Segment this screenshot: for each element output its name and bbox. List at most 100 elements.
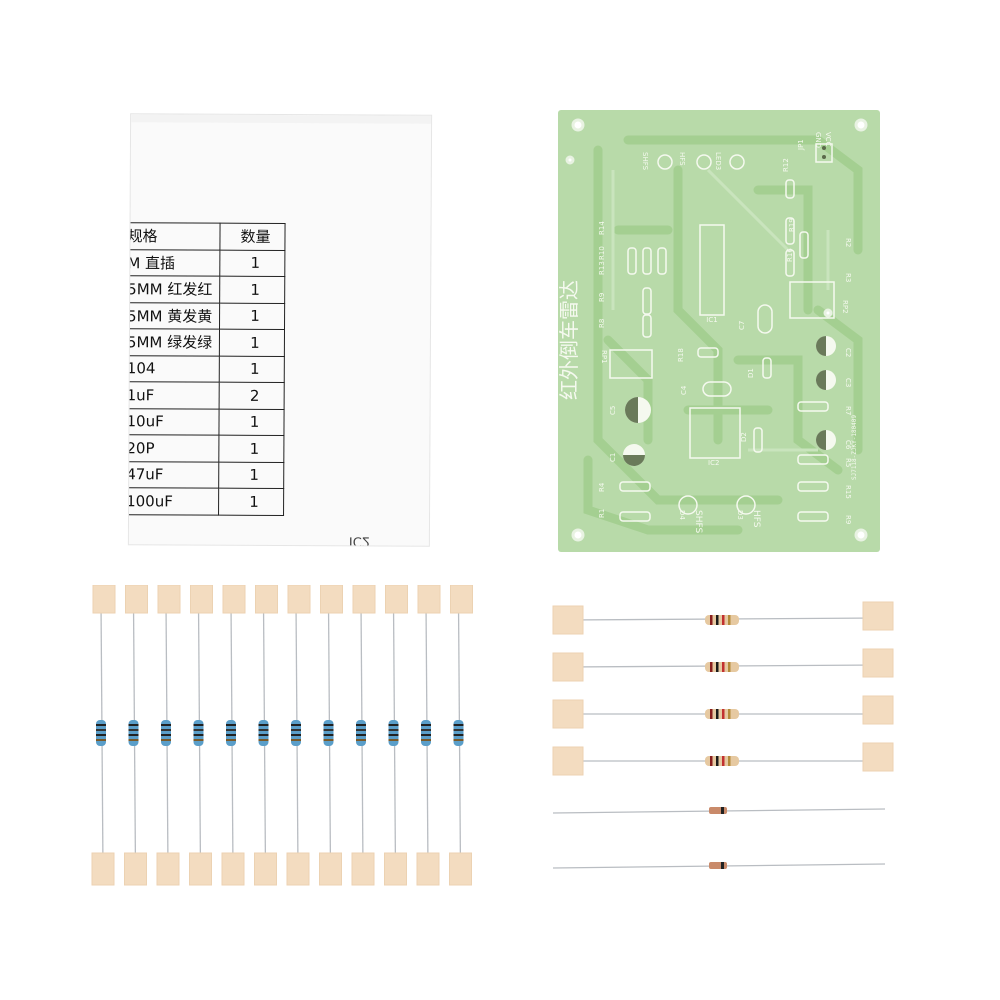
bom-spec: M 直插 <box>128 249 220 277</box>
sheet-footer-mirrored: IC2 <box>169 529 431 545</box>
rp2-outline <box>789 281 835 319</box>
led-footprint <box>657 154 673 170</box>
bom-qty: 1 <box>219 276 285 304</box>
color-band <box>96 724 106 726</box>
color-band <box>453 724 464 726</box>
resistor-footprints <box>619 179 829 522</box>
mount-hole-small <box>565 155 575 165</box>
bom-header-spec: 规格 <box>128 222 221 250</box>
color-band <box>96 729 106 731</box>
tape-piece <box>450 585 473 614</box>
tape-piece <box>157 585 181 614</box>
tape-piece <box>552 746 584 776</box>
ic2-outline <box>689 407 741 459</box>
bom-header-row: 规格 数量 <box>128 222 344 251</box>
blue-resistor <box>124 585 148 886</box>
d1-label: D1 <box>747 368 755 378</box>
color-band <box>421 724 431 726</box>
mount-hole <box>854 118 868 132</box>
color-band <box>356 734 366 736</box>
cathode-band <box>721 862 724 869</box>
r5-label: R5 <box>844 458 852 467</box>
color-band <box>710 662 713 672</box>
color-band <box>258 724 269 726</box>
r9-label: R9 <box>598 293 606 302</box>
color-band <box>226 734 236 736</box>
tape-piece <box>91 852 115 886</box>
tape-piece <box>190 585 213 614</box>
tan-resistor-set <box>552 601 894 869</box>
d4-label: D4 <box>678 510 686 520</box>
r18-label: R18 <box>677 348 685 362</box>
rp1-label: RP1 <box>600 350 608 364</box>
footer-text: IC2 <box>348 533 371 546</box>
r3-label: R3 <box>844 273 852 282</box>
pcb-thin-traces <box>611 168 830 452</box>
color-band <box>161 724 171 726</box>
c2-label: C2 <box>844 348 852 357</box>
color-band <box>323 739 334 741</box>
led-footprint <box>729 154 745 170</box>
color-band <box>258 729 269 731</box>
color-band <box>226 739 236 741</box>
component-label-group: R12 R13 R14 R10 R9 R8 R19 R16 R2 R3 R18 … <box>598 158 852 533</box>
color-band <box>258 734 269 736</box>
pad <box>822 155 826 159</box>
bom-qty: 1 <box>219 355 285 383</box>
color-band <box>728 709 731 719</box>
diode <box>552 807 886 814</box>
tape-piece <box>417 585 441 614</box>
color-band <box>193 724 204 726</box>
rp1-outline <box>609 349 653 379</box>
sheet-top-edge <box>131 114 432 124</box>
resistor-tape-horizontal <box>552 601 894 869</box>
tape-piece <box>286 852 310 886</box>
bom-qty: 1 <box>218 408 285 436</box>
resistor-body <box>193 720 204 746</box>
r19-label: R19 <box>788 218 796 232</box>
tape-piece <box>384 852 407 886</box>
tape-piece <box>92 585 116 614</box>
bom-spec: 10uF <box>128 408 220 436</box>
color-band <box>96 739 106 741</box>
bom-qty: 2 <box>219 382 285 410</box>
color-band <box>193 729 204 731</box>
resistor-tape-vertical <box>91 585 473 886</box>
color-band <box>291 734 301 736</box>
blue-resistor <box>416 585 441 886</box>
color-band <box>356 739 366 741</box>
color-band <box>716 756 719 766</box>
r1-label: R1 <box>598 509 606 518</box>
pcb-traces <box>583 135 863 535</box>
cap-c7 <box>757 304 773 334</box>
diode-body <box>709 862 727 869</box>
color-band <box>226 724 236 726</box>
diode <box>552 862 886 869</box>
tape-piece <box>862 601 894 631</box>
bom-spec: 20P <box>128 434 219 462</box>
resistor-body <box>356 720 366 746</box>
color-band <box>453 739 464 741</box>
blue-resistor <box>319 585 343 886</box>
color-band <box>710 615 713 625</box>
color-band <box>453 729 464 731</box>
color-band <box>161 729 171 731</box>
tape-piece <box>221 852 245 886</box>
bom-header-extra <box>284 223 344 251</box>
c7-label: C7 <box>738 321 746 330</box>
bom-qty: 1 <box>218 461 284 489</box>
tan-resistor <box>552 601 894 635</box>
color-band <box>96 734 106 736</box>
resistor-body <box>323 720 334 746</box>
r13-label: R13 <box>598 261 606 275</box>
led-footprints <box>657 154 745 170</box>
color-band <box>722 615 725 625</box>
tape-piece <box>320 585 343 614</box>
blue-resistor <box>286 585 311 886</box>
c1-label: C1 <box>609 453 617 462</box>
